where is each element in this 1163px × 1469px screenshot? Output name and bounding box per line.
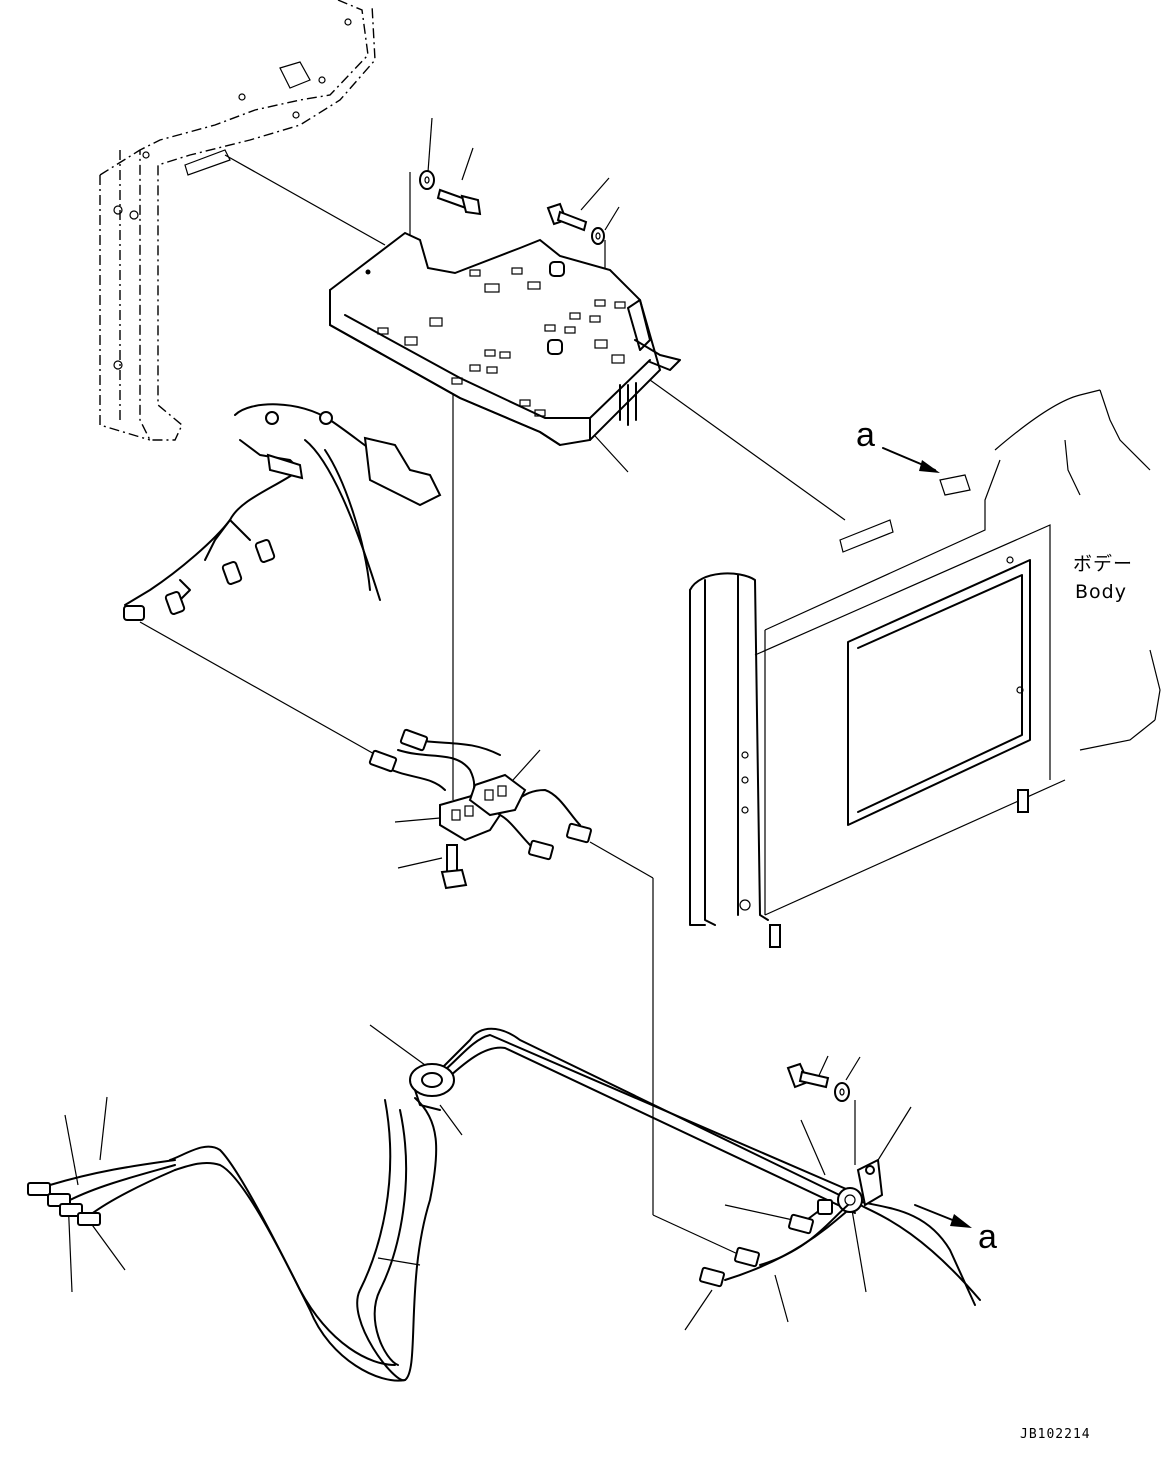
clamp-bracket xyxy=(837,1158,884,1213)
washer-top-left xyxy=(419,170,435,190)
body-panel xyxy=(689,389,1161,948)
washer-top-right xyxy=(591,227,605,245)
body-label-en: Body xyxy=(1075,581,1127,603)
view-label-bottom: a xyxy=(978,1218,997,1256)
spiral-tube-harness xyxy=(169,1097,438,1382)
body-label-jp: ボデー xyxy=(1073,553,1133,575)
bolt-top-right xyxy=(546,202,588,232)
view-arrow-top: a xyxy=(856,416,940,473)
lower-right-connectors xyxy=(699,1199,849,1288)
plate-holes xyxy=(377,267,626,417)
frame-bracket xyxy=(99,0,376,441)
lower-left-connectors xyxy=(27,1159,176,1226)
lower-bolt xyxy=(786,1062,830,1089)
bolt-top-left xyxy=(436,188,482,216)
drawing-code: JB102214 xyxy=(1020,1427,1091,1442)
grommet xyxy=(409,1063,455,1111)
upper-wire-harness xyxy=(123,403,442,621)
view-label-top: a xyxy=(856,416,875,454)
connector-assembly xyxy=(368,728,592,861)
lower-washer xyxy=(834,1082,850,1102)
lower-long-harness xyxy=(429,1027,981,1306)
connector-bolt xyxy=(440,844,468,890)
view-arrow-bottom: a xyxy=(914,1204,997,1256)
mounting-plate xyxy=(329,231,681,447)
